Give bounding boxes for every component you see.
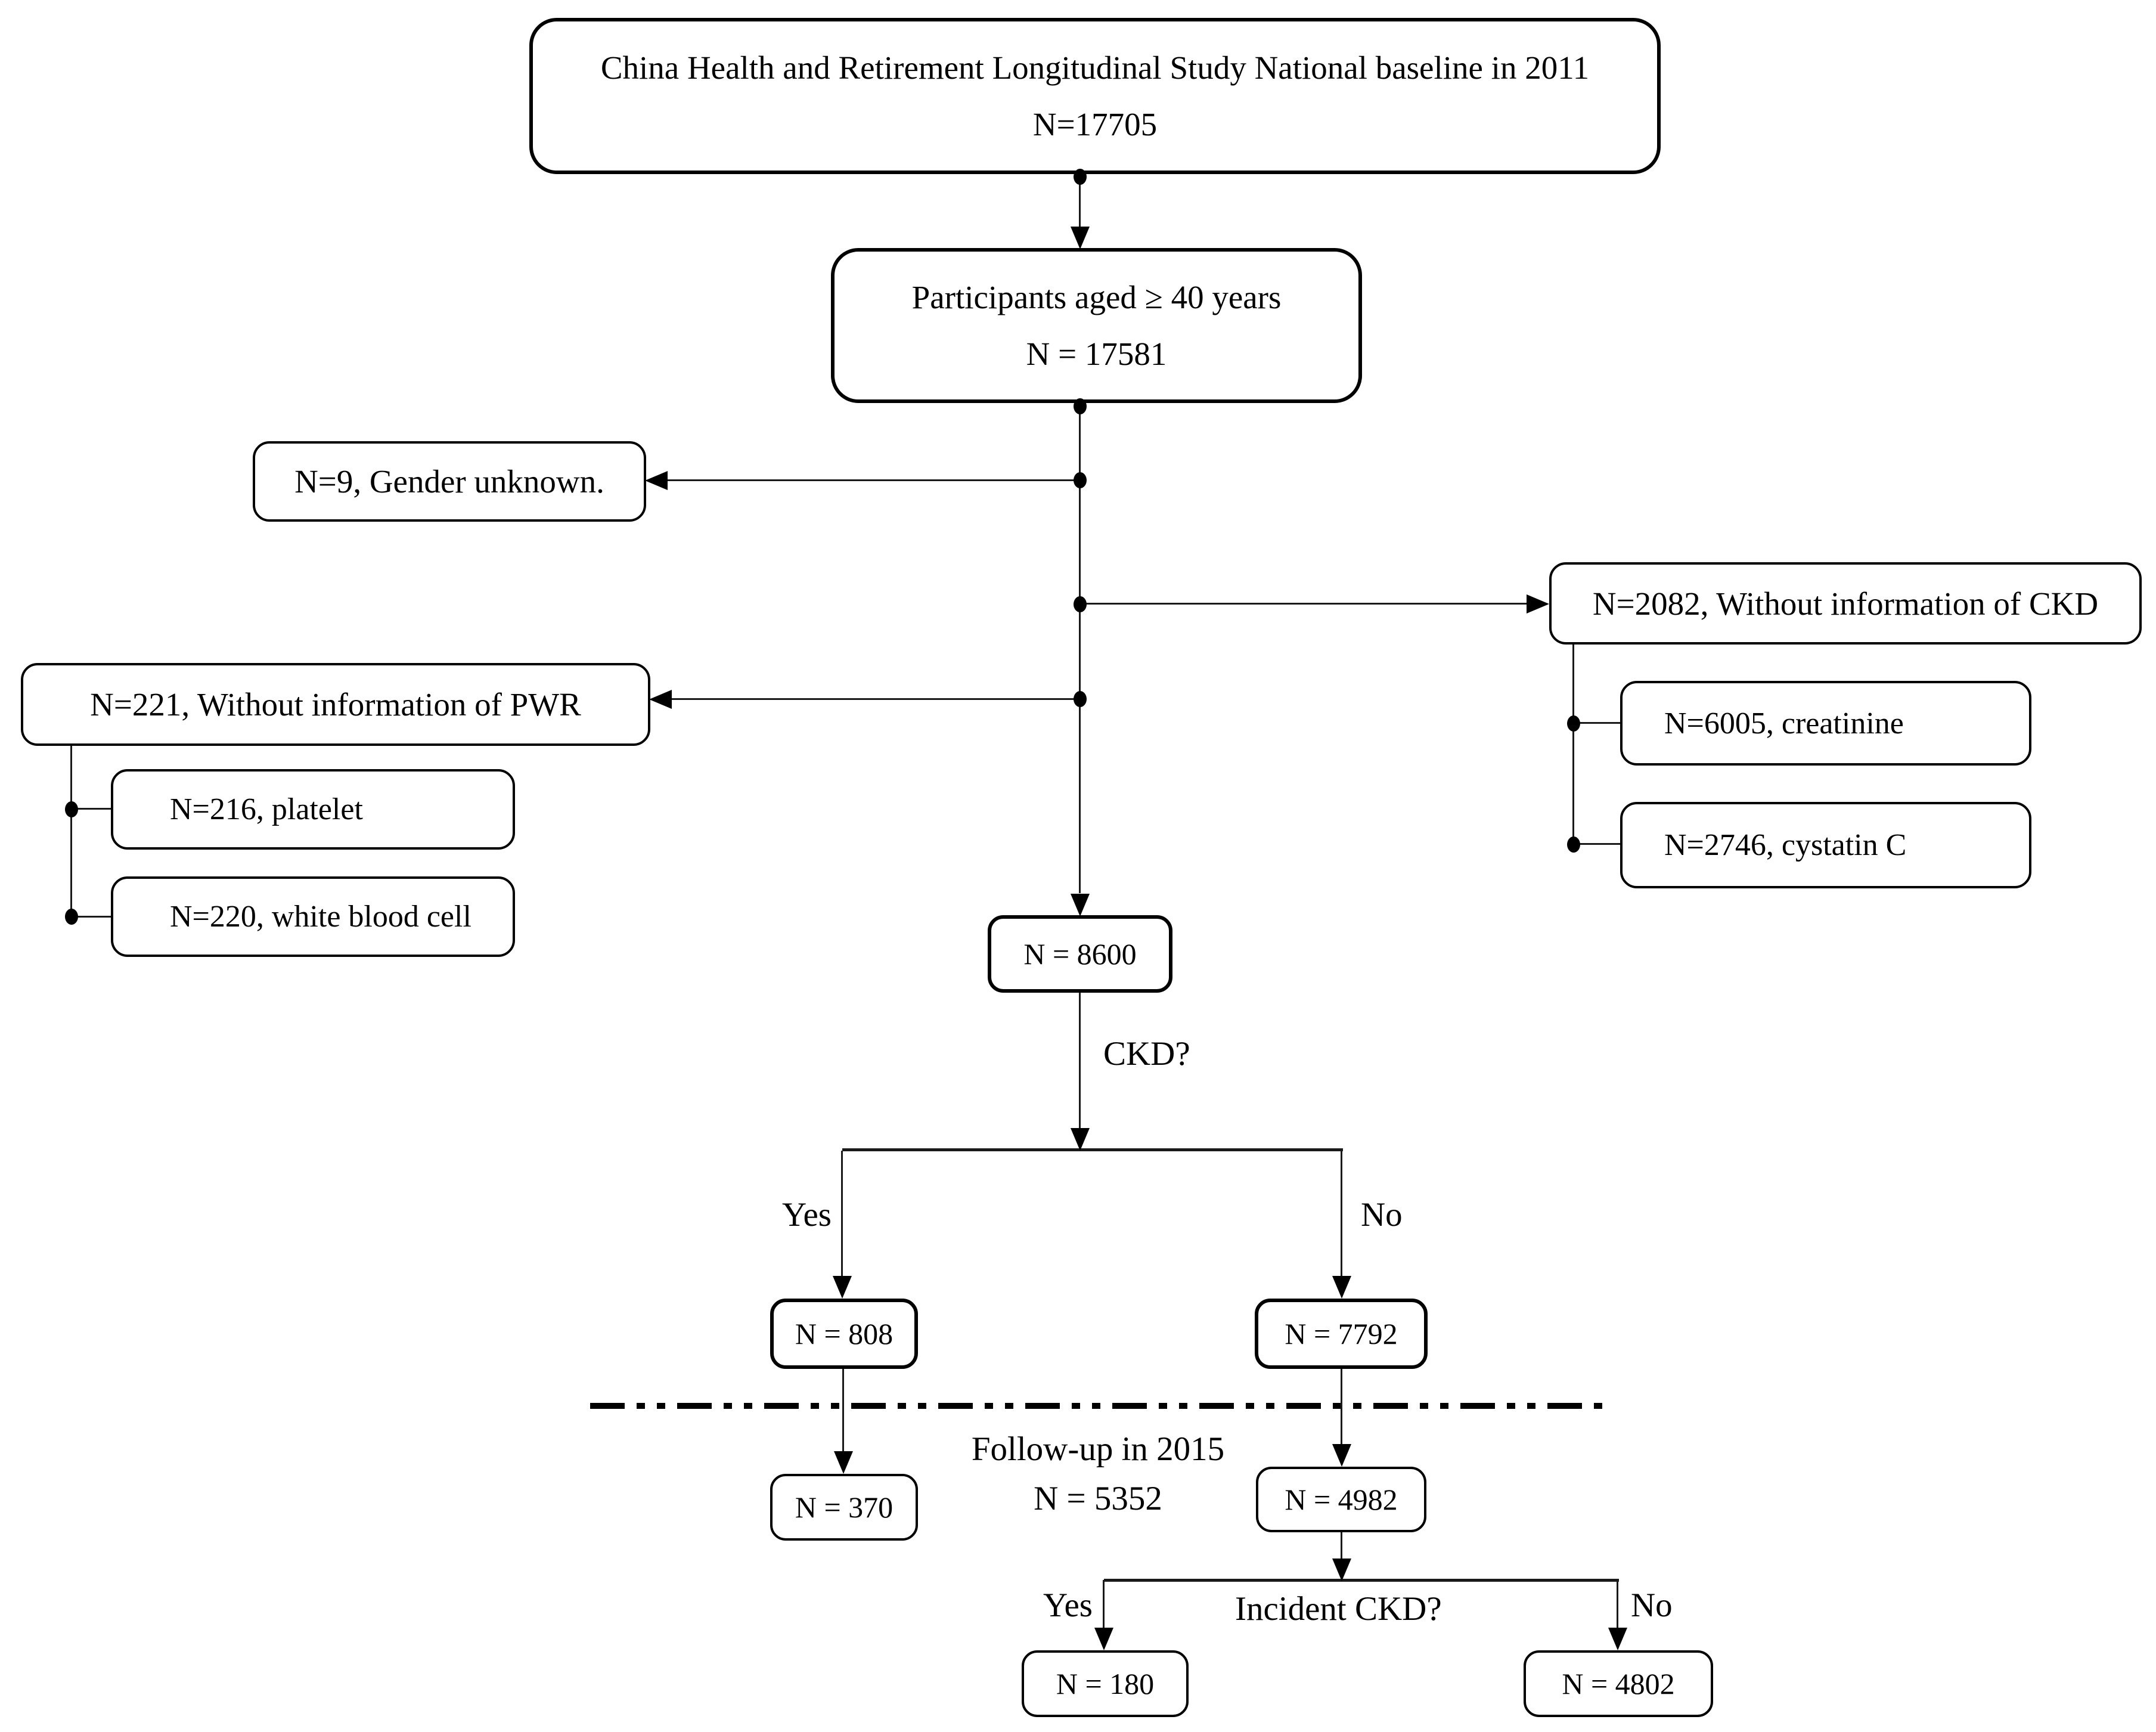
box-age40-count: N = 17581: [1026, 335, 1167, 372]
junction-dot-wbc: [65, 909, 78, 925]
box-white-blood-cell: N=220, white blood cell: [111, 876, 515, 957]
arrowhead-into-n180: [1094, 1628, 1113, 1650]
edge-split2-bar: [1104, 1579, 1619, 1582]
box-n370: N = 370: [770, 1474, 918, 1541]
edge-n808-to-n370: [842, 1369, 844, 1451]
arrowhead-into-ckd-info-box: [1527, 594, 1549, 614]
edge-main-spine: [1079, 403, 1081, 893]
arrowhead-into-n370: [834, 1451, 853, 1474]
junction-dot-creatinine: [1567, 715, 1580, 732]
edge-yes2-branch: [1103, 1580, 1105, 1628]
box-n4802-label: N = 4802: [1562, 1667, 1675, 1700]
arrowhead-into-gender-box: [645, 471, 668, 490]
edge-to-wbc-box: [72, 916, 111, 918]
arrowhead-into-n4802: [1608, 1628, 1627, 1650]
edge-n7792-to-n4982: [1341, 1369, 1342, 1444]
box-gender-unknown-label: N=9, Gender unknown.: [294, 463, 604, 500]
arrowhead-into-age40: [1071, 227, 1090, 249]
edge-no1-branch: [1341, 1151, 1342, 1276]
label-yes2: Yes: [1043, 1587, 1093, 1624]
box-n7792: N = 7792: [1255, 1299, 1428, 1369]
box-creatinine: N=6005, creatinine: [1620, 681, 2031, 766]
label-followup-line1: Follow-up in 2015: [971, 1430, 1225, 1468]
box-white-blood-cell-label: N=220, white blood cell: [170, 900, 471, 934]
label-yes1: Yes: [782, 1196, 832, 1234]
box-baseline: China Health and Retirement Longitudinal…: [529, 18, 1661, 174]
junction-dot-pwr: [1074, 691, 1087, 707]
arrowhead-into-n4982: [1332, 1444, 1351, 1467]
arrowhead-into-n7792: [1332, 1276, 1351, 1299]
edge-yes1-branch: [841, 1151, 843, 1276]
edge-ckd-sub-spine: [1572, 645, 1574, 844]
box-without-ckd-info: N=2082, Without information of CKD: [1549, 562, 2142, 645]
box-cystatin-c: N=2746, cystatin C: [1620, 802, 2031, 888]
edge-no2-branch: [1617, 1580, 1618, 1628]
box-n4982-label: N = 4982: [1285, 1483, 1398, 1516]
box-age40: Participants aged ≥ 40 years N = 17581: [831, 248, 1362, 403]
box-n370-label: N = 370: [795, 1491, 894, 1524]
box-n180-label: N = 180: [1056, 1667, 1155, 1700]
junction-dot-platelet: [65, 801, 78, 817]
edge-n8600-to-split: [1079, 993, 1081, 1129]
edge-to-ckd-info-box: [1080, 603, 1527, 605]
junction-dot-cystatin: [1567, 836, 1580, 853]
box-baseline-title: China Health and Retirement Longitudinal…: [600, 49, 1590, 86]
box-gender-unknown: N=9, Gender unknown.: [253, 441, 646, 522]
junction-dot-ckd-info: [1074, 596, 1087, 612]
arrowhead-into-split2: [1332, 1559, 1351, 1581]
edge-to-cystatin-box: [1574, 843, 1620, 845]
box-n8600: N = 8600: [988, 915, 1172, 993]
box-platelet: N=216, platelet: [111, 769, 515, 850]
junction-dot-baseline-exit: [1074, 169, 1087, 185]
arrowhead-into-pwr-box: [649, 690, 672, 709]
label-followup-line2: N = 5352: [1034, 1480, 1162, 1517]
box-n4982: N = 4982: [1256, 1467, 1426, 1532]
box-n808-label: N = 808: [795, 1317, 894, 1350]
box-n8600-label: N = 8600: [1023, 937, 1137, 971]
box-n808: N = 808: [770, 1299, 918, 1369]
box-without-ckd-info-label: N=2082, Without information of CKD: [1592, 585, 2099, 622]
label-no1: No: [1361, 1196, 1403, 1234]
box-n180: N = 180: [1022, 1650, 1189, 1717]
label-ckd-question: CKD?: [1103, 1035, 1190, 1073]
arrowhead-into-n808: [833, 1276, 852, 1299]
box-cystatin-c-label: N=2746, cystatin C: [1664, 828, 1907, 862]
arrowhead-into-n8600: [1071, 894, 1090, 916]
edge-baseline-to-age40: [1079, 174, 1081, 229]
edge-n4982-to-split2: [1341, 1532, 1342, 1560]
junction-dot-gender: [1074, 472, 1087, 488]
label-no2: No: [1631, 1587, 1673, 1624]
edge-pwr-sub-spine: [70, 746, 72, 917]
edge-to-gender-box: [653, 479, 1080, 481]
box-age40-title: Participants aged ≥ 40 years: [911, 279, 1282, 316]
label-incident-question: Incident CKD?: [1235, 1590, 1442, 1628]
box-platelet-label: N=216, platelet: [170, 792, 363, 826]
box-baseline-count: N=17705: [1032, 106, 1158, 142]
box-without-pwr-info: N=221, Without information of PWR: [21, 663, 650, 746]
followup-divider-line: [590, 1403, 1603, 1409]
edge-split1-bar: [842, 1148, 1343, 1151]
arrowhead-into-split1: [1071, 1128, 1090, 1151]
edge-to-pwr-box: [657, 698, 1080, 700]
box-without-pwr-info-label: N=221, Without information of PWR: [90, 686, 581, 723]
junction-dot-age40-exit: [1074, 398, 1087, 414]
edge-to-platelet-box: [72, 808, 111, 810]
box-n7792-label: N = 7792: [1285, 1317, 1398, 1350]
label-followup: Follow-up in 2015 N = 5352: [949, 1430, 1247, 1518]
box-creatinine-label: N=6005, creatinine: [1664, 706, 1904, 740]
box-n4802: N = 4802: [1524, 1650, 1713, 1717]
edge-to-creatinine-box: [1574, 722, 1620, 724]
